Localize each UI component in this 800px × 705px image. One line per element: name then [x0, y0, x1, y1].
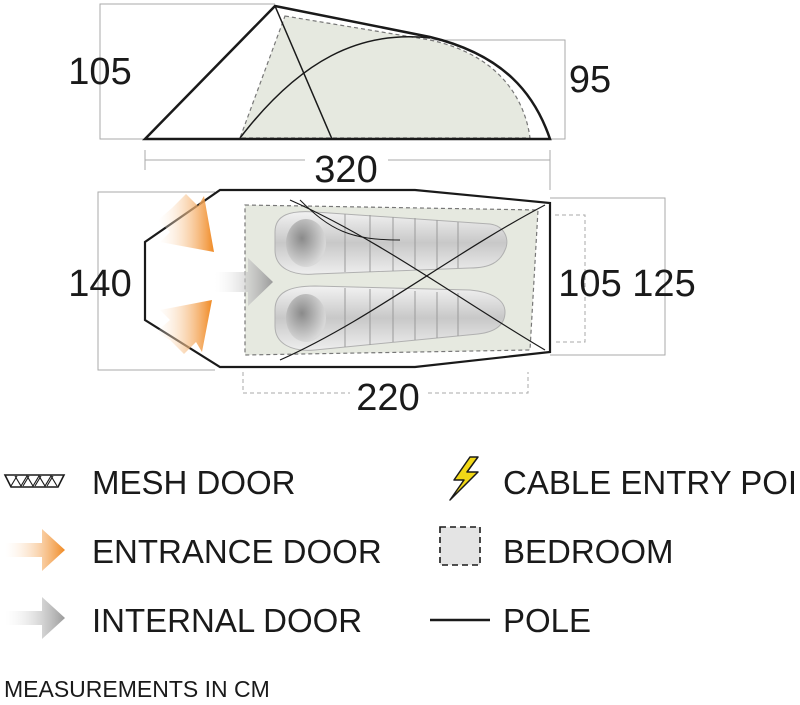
sleeping-bag-1 — [274, 211, 508, 275]
top-pole-1 — [289, 199, 546, 351]
top-pole-3 — [299, 199, 401, 241]
legend-bedroom-label: BEDROOM — [503, 533, 674, 570]
side-height-rear-label: 95 — [569, 59, 611, 101]
side-pole-2 — [239, 36, 431, 139]
top-view: 140 105 125 220 — [68, 188, 696, 419]
bedroom-width-guide — [555, 214, 586, 343]
measurements-footnote: MEASUREMENTS IN CM — [4, 676, 270, 702]
side-height-rear-guide — [430, 39, 566, 140]
side-height-front-guide — [99, 3, 275, 140]
bedroom-length-guide — [242, 372, 529, 394]
bedroom-icon — [439, 526, 481, 566]
legend-pole-label: POLE — [503, 602, 591, 639]
internal-door-arrow — [215, 258, 273, 306]
bedroom-length-label: 220 — [356, 377, 419, 419]
total-length-dimension: 320 — [144, 149, 551, 191]
top-tent-outline — [143, 188, 552, 369]
outer-width-label: 140 — [68, 263, 131, 305]
entrance-door-arrow-bottom — [156, 300, 212, 354]
entrance-door-arrow-top — [158, 194, 214, 252]
bedroom-width-label: 105 — [558, 263, 621, 305]
mesh-door-icon — [3, 474, 66, 488]
top-pole-2 — [279, 204, 546, 361]
rear-width-label: 125 — [632, 263, 695, 305]
side-height-front-label: 105 — [68, 51, 131, 93]
legend-entrance-door-label: ENTRANCE DOOR — [92, 533, 382, 570]
total-length-label: 320 — [314, 149, 377, 191]
legend: MESH DOOR ENTRANCE DOOR INTERNAL DOOR CA… — [3, 456, 797, 639]
side-tent-outline — [142, 4, 552, 141]
legend-mesh-door-label: MESH DOOR — [92, 464, 296, 501]
internal-door-icon — [5, 597, 65, 639]
legend-internal-door-label: INTERNAL DOOR — [92, 602, 362, 639]
side-bedroom-area — [239, 15, 531, 139]
entrance-door-icon — [5, 529, 65, 571]
cable-entry-icon — [449, 456, 479, 501]
side-view: 105 95 — [68, 3, 611, 141]
legend-cable-entry-label: CABLE ENTRY POI — [503, 464, 797, 501]
outer-width-guide — [97, 191, 215, 371]
rear-width-guide — [550, 197, 666, 356]
